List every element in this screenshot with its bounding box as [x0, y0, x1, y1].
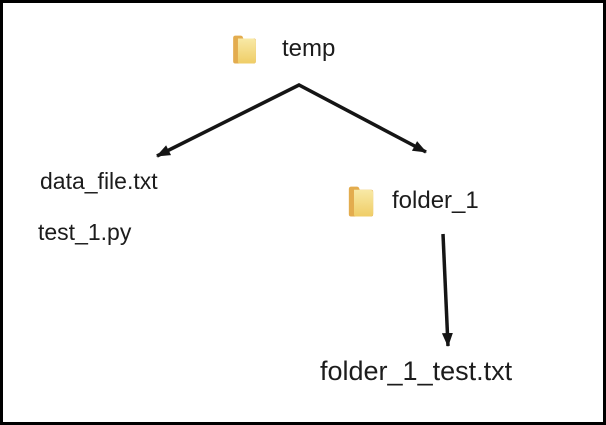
subfolder-file-label: folder_1_test.txt [320, 356, 513, 386]
folder-icon [233, 35, 256, 64]
file-label-test-1: test_1.py [38, 219, 132, 245]
subfolder-node: folder_1 [347, 184, 479, 218]
root-folder-node: temp [232, 32, 335, 66]
root-folder-label: temp [282, 35, 336, 62]
arrow-temp-to-children [156, 83, 427, 158]
folder-icon [348, 186, 374, 217]
file-label-data-file: data_file.txt [40, 168, 158, 194]
subfolder-label: folder_1 [392, 187, 479, 214]
arrow-folder-1-to-file [441, 233, 453, 347]
